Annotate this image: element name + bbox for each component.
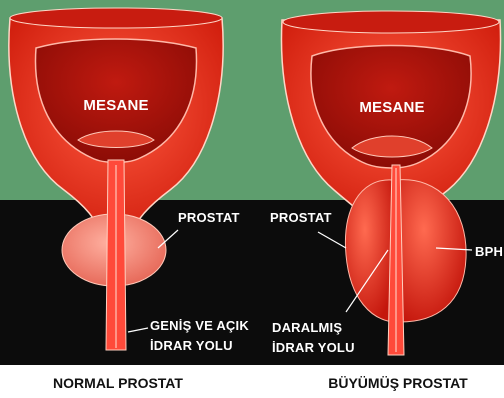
right-urethra-label-line1: DARALMIŞ <box>272 320 342 335</box>
left-urethra-label-line2: İDRAR YOLU <box>150 338 233 353</box>
left-bladder-label: MESANE <box>83 97 148 114</box>
right-caption: BÜYÜMÜŞ PROSTAT <box>328 375 468 391</box>
left-prostate-label: PROSTAT <box>178 210 240 225</box>
right-prostate-label: PROSTAT <box>270 210 332 225</box>
right-bladder-rim <box>283 11 499 33</box>
left-caption: NORMAL PROSTAT <box>53 375 183 391</box>
right-bladder-label: MESANE <box>359 99 424 116</box>
right-urethra-label-line2: İDRAR YOLU <box>272 340 355 355</box>
left-bladder-rim <box>10 8 222 28</box>
left-urethra-label-line1: GENİŞ VE AÇIK <box>150 318 249 333</box>
right-bph-label: BPH <box>475 244 503 259</box>
